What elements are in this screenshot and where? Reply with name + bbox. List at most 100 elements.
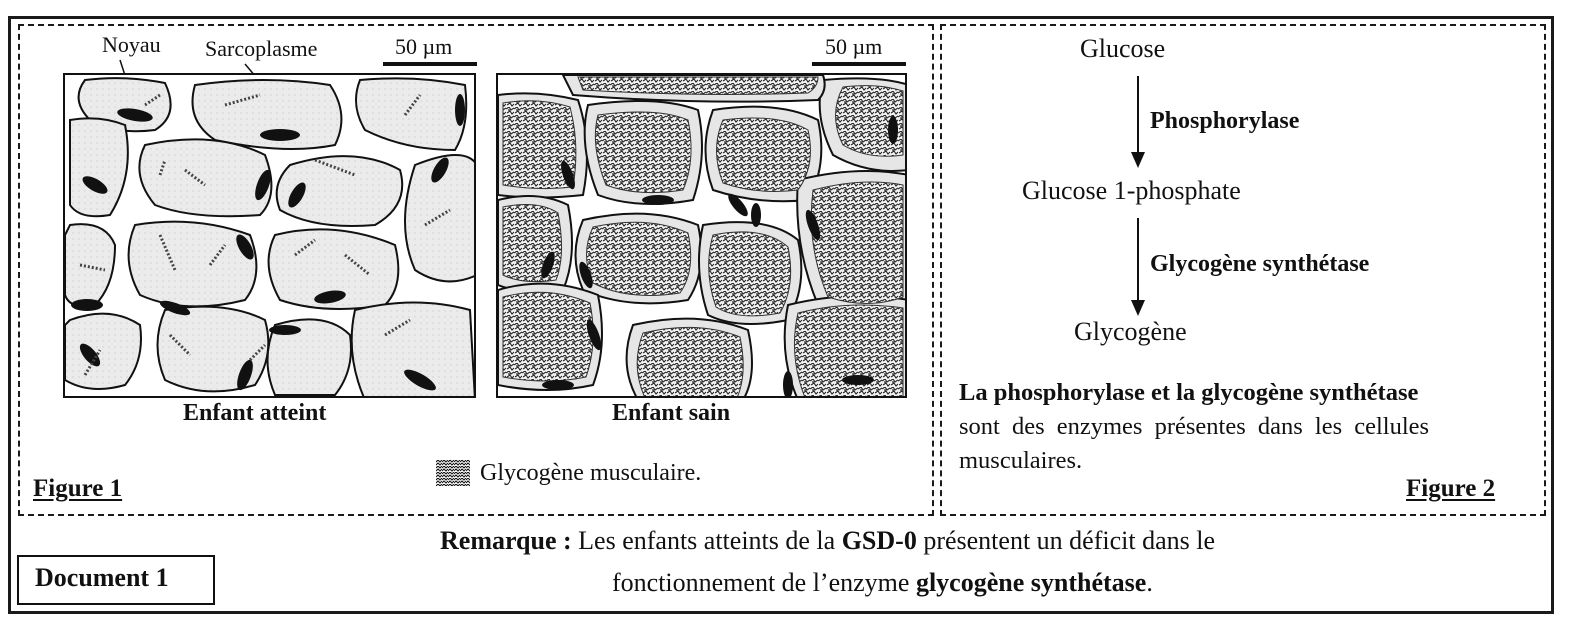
caption-enfant-sain: Enfant sain (612, 400, 731, 426)
nucleus (561, 160, 575, 190)
document-label-box (17, 555, 215, 605)
arrow2-shaft (1137, 218, 1139, 302)
glycogen-mass (586, 221, 692, 296)
glycogen-trace (294, 238, 316, 257)
nucleus (751, 203, 761, 227)
nucleus (888, 116, 898, 144)
glycogen-mass (502, 100, 577, 190)
figure2-frame (940, 24, 1546, 516)
arrow1-head (1131, 152, 1145, 168)
nucleus (288, 182, 306, 208)
glycogen-mass (577, 76, 819, 95)
noyau-label: Noyau (102, 32, 161, 57)
glycogen-trace (403, 94, 422, 116)
cell (65, 223, 117, 308)
nucleus (455, 94, 465, 126)
remark-label: Remarque : (440, 526, 572, 555)
legend-text: Glycogène musculaire. (480, 460, 702, 486)
nucleus (159, 300, 191, 316)
figure2-label: Figure 2 (1406, 475, 1496, 502)
nucleus (82, 176, 108, 194)
glycogen-mass (810, 181, 904, 304)
glycogen-mass (502, 204, 563, 283)
glycogen-trace (424, 208, 451, 227)
glycogen-trace (344, 253, 371, 277)
cell (275, 155, 404, 227)
cell (156, 305, 270, 393)
nucleus (579, 261, 593, 289)
figure2-note-bold: La phosphorylase et la glycogène synthét… (959, 379, 1419, 406)
glycogen-mass (793, 304, 904, 396)
micrograph-enfant-atteint (63, 73, 476, 398)
figure1-frame (18, 24, 934, 516)
remark-line1: Remarque : Les enfants atteints de la GS… (440, 526, 1215, 556)
glycogen-mass (636, 326, 744, 396)
remark-end: . (1146, 568, 1153, 597)
scale-label-left: 50 µm (395, 34, 453, 59)
nucleus (728, 193, 748, 217)
nucleus (541, 251, 555, 279)
nucleus (805, 209, 821, 241)
glycogen-trace (384, 318, 411, 337)
remark-part2: présentent un déficit dans le (923, 526, 1216, 555)
document-label: Document 1 (35, 563, 169, 592)
glucose-label: Glucose (1080, 34, 1166, 63)
figure1-label: Figure 1 (33, 475, 123, 502)
glycogen-trace (79, 263, 106, 272)
caption-enfant-atteint: Enfant atteint (183, 400, 327, 426)
figure2-note-line2: sont des enzymes présentes dans les cell… (959, 413, 1430, 440)
nucleus (314, 290, 346, 304)
nucleus (237, 359, 253, 391)
cell (350, 301, 474, 396)
figure2-note-line3: musculaires. (959, 447, 1083, 474)
phosphorylase-label: Phosphorylase (1150, 108, 1300, 134)
document-frame (8, 16, 1554, 614)
nucleus (236, 234, 254, 260)
nucleus (842, 375, 874, 385)
sarcoplasme-label: Sarcoplasme (205, 36, 318, 61)
cell (127, 220, 258, 308)
cell (266, 318, 352, 396)
nucleus (260, 129, 300, 141)
nucleus (71, 299, 103, 311)
glycogen-trace (158, 159, 167, 176)
glycogen-trace (248, 343, 267, 362)
arrow1-shaft (1137, 76, 1139, 154)
glycogen-legend-icon (436, 460, 470, 486)
glycogen-mass (708, 231, 792, 317)
scale-bar-right (812, 62, 906, 66)
remark-part1: Les enfants atteints de la (578, 526, 836, 555)
nucleus (542, 380, 574, 390)
nucleus (404, 369, 436, 391)
cell (355, 77, 468, 152)
glycogen-trace (168, 333, 192, 357)
glucose1p-label: Glucose 1-phosphate (1022, 176, 1241, 205)
arrow2-head (1131, 300, 1145, 316)
nucleus (269, 325, 301, 335)
cell (138, 138, 273, 218)
glycogene-synthetase-label: Glycogène synthétase (1150, 251, 1370, 277)
cell (65, 312, 142, 390)
glycogen-trace (83, 349, 102, 376)
cell (69, 117, 129, 218)
nucleus (586, 319, 602, 351)
nucleus (117, 108, 153, 122)
glycogen-mass (716, 117, 811, 192)
scale-label-right: 50 µm (825, 34, 883, 59)
remark-part3: fonctionnement de l’enzyme (612, 568, 910, 597)
glycogen-mass (502, 291, 594, 382)
nucleus (783, 371, 793, 396)
glycogen-trace (144, 93, 161, 107)
glycogen-mass (594, 111, 692, 194)
remark-line2: fonctionnement de l’enzyme glycogène syn… (612, 568, 1153, 598)
glycogen-trace (208, 244, 227, 266)
cell (191, 79, 343, 150)
nucleus (431, 157, 449, 183)
micrograph-enfant-sain (496, 73, 907, 398)
glycogene-label: Glycogène (1074, 317, 1187, 346)
scale-bar-left (383, 62, 477, 66)
glycogen-trace (314, 158, 356, 177)
glycogen-mass (835, 85, 904, 157)
cell (404, 154, 474, 283)
remark-gsd: GSD-0 (841, 526, 917, 555)
